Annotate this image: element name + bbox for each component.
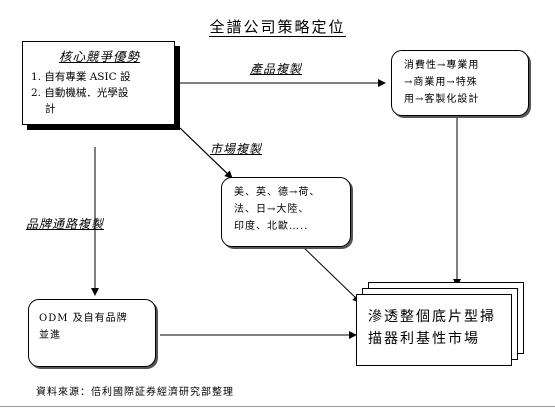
odm-brand-line: 並進 bbox=[39, 330, 61, 341]
odm-brand-box: ODM 及自有品牌 並進 bbox=[28, 299, 156, 367]
product-evolution-line: 消費性→專業用 bbox=[404, 60, 480, 71]
market-expansion-line: 法、日→大陸、 bbox=[234, 204, 310, 215]
market-expansion-line: 印度、北歐….. bbox=[234, 221, 309, 232]
product-evolution-box: 消費性→專業用 →商業用→特殊 用→客製化設計 bbox=[391, 50, 529, 116]
bottom-rule bbox=[0, 406, 555, 407]
odm-brand-line: ODM 及自有品牌 bbox=[39, 313, 128, 324]
core-advantage-item: 1. 自有專業 ASIC 設 bbox=[31, 71, 131, 83]
market-copy-label: 市場複製 bbox=[210, 142, 263, 156]
product-evolution-line: 用→客製化設計 bbox=[404, 94, 480, 105]
target-market-box bbox=[356, 294, 512, 366]
core-advantage-item: 計 bbox=[45, 103, 56, 115]
core-advantage-box: 核心競爭優勢 1. 自有專業 ASIC 設 2. 自動機械．光學設 計 bbox=[22, 41, 175, 125]
core-advantage-item: 2. 自動機械．光學設 bbox=[31, 87, 129, 99]
product-copy-label: 產品複製 bbox=[250, 62, 303, 76]
core-advantage-heading: 核心競爭優勢 bbox=[58, 49, 140, 64]
market-expansion-line: 美、英、德→荷、 bbox=[234, 187, 321, 198]
channel-copy-label: 品牌通路複製 bbox=[26, 217, 105, 231]
source-note: 資料來源：倍利國際証券經濟研究部整理 bbox=[36, 387, 234, 398]
product-evolution-line: →商業用→特殊 bbox=[404, 77, 478, 88]
diagram-title: 全譜公司策略定位 bbox=[209, 18, 346, 37]
target-market-line: 滲透整個底片型掃 bbox=[368, 309, 496, 325]
market-expansion-box: 美、英、德→荷、 法、日→大陸、 印度、北歐….. bbox=[221, 177, 351, 247]
target-market-line: 描器利基性市場 bbox=[368, 331, 480, 347]
